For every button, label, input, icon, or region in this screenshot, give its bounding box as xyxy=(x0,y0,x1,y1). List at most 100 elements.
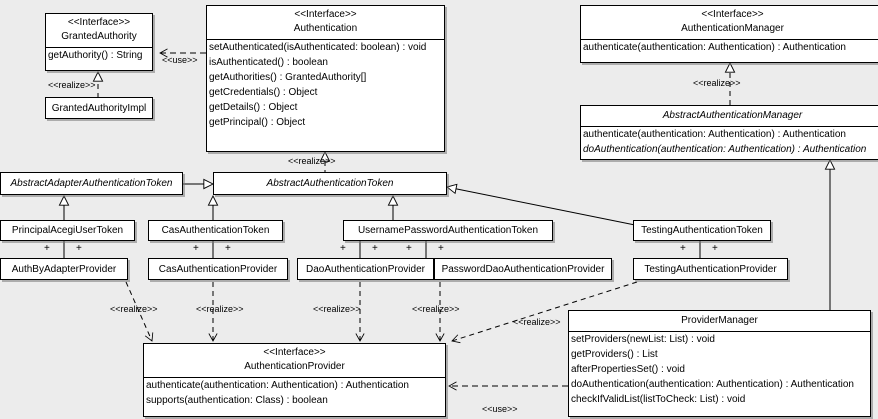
operations-compartment: authenticate(authentication: Authenticat… xyxy=(581,127,878,157)
class-header: TestingAuthenticationToken xyxy=(634,221,770,240)
edge-label-realize-dao-authentication-provider: <<realize>> xyxy=(313,304,361,314)
class-header: <<Interface>> GrantedAuthority xyxy=(46,14,152,47)
operation: setProviders(newList: List) : void xyxy=(571,334,715,345)
class-header: <<Interface>> AuthenticationProvider xyxy=(144,344,445,377)
class-name: Authentication xyxy=(293,23,358,34)
class-name: AbstractAuthenticationManager xyxy=(662,110,803,121)
association-multiplicity: + xyxy=(372,243,378,254)
class-stereotype: <<Interface>> xyxy=(701,9,764,20)
class-header: PasswordDaoAuthenticationProvider xyxy=(435,259,611,279)
class-name: UsernamePasswordAuthenticationToken xyxy=(357,225,539,236)
class-box-password-dao-authentication-provider[interactable]: PasswordDaoAuthenticationProvider xyxy=(434,258,612,280)
operations-compartment: authenticate(authentication: Authenticat… xyxy=(144,378,445,408)
class-name: ProviderManager xyxy=(681,315,758,326)
edge-label-use-authentication-grantedauthority: <<use>> xyxy=(162,55,198,65)
class-box-abstract-authentication-token[interactable]: AbstractAuthenticationToken xyxy=(213,172,447,195)
association-multiplicity: + xyxy=(193,243,199,254)
operation: authenticate(authentication: Authenticat… xyxy=(583,42,846,53)
class-box-cas-authentication-token[interactable]: CasAuthenticationToken xyxy=(148,220,283,241)
class-header: AbstractAuthenticationToken xyxy=(214,173,446,194)
class-name: TestingAuthenticationProvider xyxy=(644,263,777,275)
operation: getAuthority() : String xyxy=(48,50,143,61)
compartment-divider xyxy=(581,126,878,127)
operation: authenticate(authentication: Authenticat… xyxy=(583,129,846,140)
class-box-principal-acegi-user-token[interactable]: PrincipalAcegiUserToken xyxy=(0,220,135,241)
operation: supports(authentication: Class) : boolea… xyxy=(146,395,328,406)
class-name: GrantedAuthorityImpl xyxy=(51,102,147,114)
class-header: CasAuthenticationProvider xyxy=(149,259,287,279)
class-header: DaoAuthenticationProvider xyxy=(298,259,433,279)
class-header: UsernamePasswordAuthenticationToken xyxy=(344,221,552,240)
class-box-auth-by-adapter-provider[interactable]: AuthByAdapterProvider xyxy=(0,258,128,280)
class-header: CasAuthenticationToken xyxy=(149,221,282,240)
class-box-username-password-authentication-token[interactable]: UsernamePasswordAuthenticationToken xyxy=(343,220,553,241)
class-box-testing-authentication-token[interactable]: TestingAuthenticationToken xyxy=(633,220,771,241)
operation: doAuthentication(authentication: Authent… xyxy=(571,379,854,390)
class-box-abstract-authentication-manager[interactable]: AbstractAuthenticationManager authentica… xyxy=(580,105,878,160)
class-name: AuthByAdapterProvider xyxy=(11,263,117,275)
operations-compartment: setAuthenticated(isAuthenticated: boolea… xyxy=(207,40,444,130)
class-stereotype: <<Interface>> xyxy=(294,9,357,20)
class-header: <<Interface>> AuthenticationManager xyxy=(581,6,878,39)
association-multiplicity: + xyxy=(76,243,82,254)
class-name: GrantedAuthority xyxy=(61,31,137,42)
class-name: AbstractAdapterAuthenticationToken xyxy=(10,178,173,189)
edge-label-realize-password-dao-authentication-provider: <<realize>> xyxy=(412,304,460,314)
class-box-cas-authentication-provider[interactable]: CasAuthenticationProvider xyxy=(148,258,288,280)
operation: getCredentials() : Object xyxy=(209,87,318,98)
operations-compartment: setProviders(newList: List) : void getPr… xyxy=(569,332,870,407)
edge-label-realize-auth-by-adapter-provider: <<realize>> xyxy=(110,304,158,314)
operation: authenticate(authentication: Authenticat… xyxy=(146,380,409,391)
class-box-testing-authentication-provider[interactable]: TestingAuthenticationProvider xyxy=(633,258,788,280)
operation: checkIfValidList(listToCheck: List) : vo… xyxy=(571,394,746,405)
class-name: CasAuthenticationProvider xyxy=(158,263,278,275)
class-header: GrantedAuthorityImpl xyxy=(46,98,152,118)
edge-label-use-provider-manager: <<use>> xyxy=(482,404,518,414)
class-stereotype: <<Interface>> xyxy=(67,17,131,28)
edge-label-realize-cas-authentication-provider: <<realize>> xyxy=(196,304,244,314)
operation: getDetails() : Object xyxy=(209,102,298,113)
class-name: PasswordDaoAuthenticationProvider xyxy=(441,263,605,275)
class-box-authentication-provider[interactable]: <<Interface>> AuthenticationProvider aut… xyxy=(143,343,446,417)
class-header: PrincipalAcegiUserToken xyxy=(1,221,134,240)
class-name: AuthenticationManager xyxy=(681,23,784,34)
class-stereotype: <<Interface>> xyxy=(263,347,326,358)
operation: getPrincipal() : Object xyxy=(209,117,306,128)
class-header: TestingAuthenticationProvider xyxy=(634,259,787,279)
operation: getAuthorities() : GrantedAuthority[] xyxy=(209,72,367,83)
compartment-divider xyxy=(581,39,878,40)
class-box-dao-authentication-provider[interactable]: DaoAuthenticationProvider xyxy=(297,258,434,280)
operation: afterPropertiesSet() : void xyxy=(571,364,685,375)
edge-label-realize-testing-authentication-provider: <<realize>> xyxy=(513,317,561,327)
class-header: AuthByAdapterProvider xyxy=(1,259,127,279)
edge-label-realize-abstract-authentication-token: <<realize>> xyxy=(288,156,336,166)
edge-label-realize-authentication-manager: <<realize>> xyxy=(693,78,741,88)
compartment-divider xyxy=(207,39,444,40)
association-multiplicity: + xyxy=(712,243,718,254)
class-box-granted-authority-impl[interactable]: GrantedAuthorityImpl xyxy=(45,97,153,119)
class-name: PrincipalAcegiUserToken xyxy=(11,225,124,236)
class-name: AbstractAuthenticationToken xyxy=(266,178,394,189)
operation: getProviders() : List xyxy=(571,349,658,360)
class-header: <<Interface>> Authentication xyxy=(207,6,444,39)
class-box-authentication[interactable]: <<Interface>> Authentication setAuthenti… xyxy=(206,5,445,152)
class-header: ProviderManager xyxy=(569,311,870,331)
operation: isAuthenticated() : boolean xyxy=(209,57,328,68)
class-box-abstract-adapter-authentication-token[interactable]: AbstractAdapterAuthenticationToken xyxy=(0,172,183,195)
class-box-granted-authority[interactable]: <<Interface>> GrantedAuthority getAuthor… xyxy=(45,13,153,71)
operations-compartment: authenticate(authentication: Authenticat… xyxy=(581,40,878,55)
class-name: DaoAuthenticationProvider xyxy=(306,263,425,275)
compartment-divider xyxy=(144,377,445,378)
association-multiplicity: + xyxy=(438,243,444,254)
class-header: AbstractAdapterAuthenticationToken xyxy=(1,173,182,194)
compartment-divider xyxy=(569,331,870,332)
association-multiplicity: + xyxy=(225,243,231,254)
association-multiplicity: + xyxy=(406,243,412,254)
class-name: AuthenticationProvider xyxy=(244,361,345,372)
class-header: AbstractAuthenticationManager xyxy=(581,106,878,126)
class-box-authentication-manager[interactable]: <<Interface>> AuthenticationManager auth… xyxy=(580,5,878,63)
class-name: TestingAuthenticationToken xyxy=(641,225,763,236)
class-name: CasAuthenticationToken xyxy=(161,225,270,236)
class-box-provider-manager[interactable]: ProviderManager setProviders(newList: Li… xyxy=(568,310,871,417)
